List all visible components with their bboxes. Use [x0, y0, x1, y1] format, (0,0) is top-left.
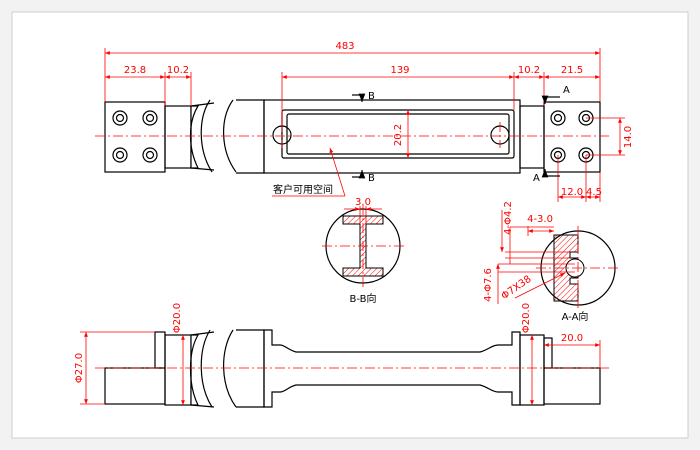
- section-label-a-top: A: [563, 85, 570, 96]
- side-dimensions: [80, 331, 601, 405]
- view-label-b: B-B向: [350, 292, 377, 305]
- dim-left-gap: 10.2: [167, 65, 189, 76]
- view-label-a: A-A向: [562, 310, 589, 323]
- dim-overall: 483: [335, 41, 354, 52]
- dim-edge-offset: 4.5: [586, 187, 602, 198]
- dim-side-small: Φ20.0: [172, 303, 183, 333]
- dim-hole-dia: 4-Φ4.2: [503, 201, 514, 235]
- dim-hole-dia2: 4-Φ7.6: [483, 268, 494, 302]
- dim-web-thickness: 3.0: [355, 197, 371, 208]
- break-line-left: [200, 99, 237, 173]
- top-dimensions: [104, 48, 625, 202]
- top-view: [104, 99, 601, 174]
- section-view-a: 4-3.0 4-Φ4.2 4-Φ7.6 Φ7X38 A-A向: [483, 201, 620, 323]
- section-view-b: 3.0 B-B向: [322, 197, 404, 305]
- dim-mid-span: 139: [390, 65, 409, 76]
- customer-slot: [281, 109, 515, 159]
- section-label-a-bottom: A: [533, 173, 540, 184]
- dim-hole-offset: 12.0: [561, 187, 583, 198]
- section-label-b-top: B: [368, 91, 375, 102]
- dim-hole-pitch: 14.0: [623, 126, 634, 148]
- dim-side-right-len: 20.0: [561, 333, 583, 344]
- dim-left-block: 23.8: [124, 65, 146, 76]
- dim-side-right-dia: Φ20.0: [521, 303, 532, 333]
- left-holes: [112, 110, 158, 163]
- section-label-b-bottom: B: [368, 173, 375, 184]
- section-markers: [352, 93, 560, 179]
- customer-space-label: 客户可用空间: [273, 183, 333, 196]
- dim-cbore-count: 4-3.0: [527, 214, 553, 225]
- dim-slot-height: 20.2: [393, 124, 404, 146]
- dim-side-large: Φ27.0: [74, 353, 85, 383]
- side-view: [104, 329, 601, 408]
- dim-right-block: 21.5: [561, 65, 583, 76]
- right-mount-block: [543, 101, 601, 173]
- dim-right-gap: 10.2: [518, 65, 540, 76]
- top-centerlines: [95, 122, 612, 148]
